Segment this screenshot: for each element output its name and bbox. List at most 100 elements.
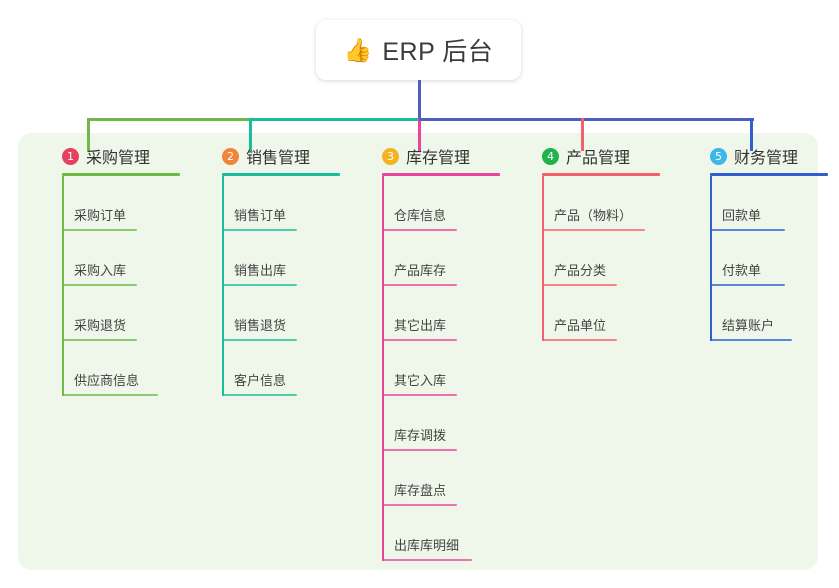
leaf-node[interactable]: 产品（物料） [520, 176, 660, 231]
branch-leaf-list: 仓库信息产品库存其它出库其它入库库存调拨库存盘点出库库明细 [360, 176, 500, 561]
mindmap-card-background [18, 133, 818, 570]
leaf-label: 产品单位 [554, 318, 607, 333]
branch-leaf-list: 回款单付款单结算账户 [688, 176, 828, 341]
branch-title: 库存管理 [406, 150, 471, 167]
thumbs-up-icon: 👍 [343, 36, 373, 63]
leaf-label: 其它入库 [394, 373, 447, 388]
leaf-node[interactable]: 销售退货 [200, 286, 340, 341]
leaf-rule [62, 229, 137, 231]
branch-leaf-list: 采购订单采购入库采购退货供应商信息 [40, 176, 180, 396]
leaf-node[interactable]: 采购退货 [40, 286, 180, 341]
leaf-node[interactable]: 出库库明细 [360, 506, 500, 561]
leaf-rule [542, 339, 617, 341]
leaf-label: 回款单 [722, 208, 762, 223]
leaf-node[interactable]: 供应商信息 [40, 341, 180, 396]
leaf-label: 出库库明细 [394, 538, 460, 553]
branch-drop-5 [750, 118, 753, 151]
leaf-rule [222, 229, 297, 231]
leaf-rule [382, 284, 457, 286]
leaf-node[interactable]: 产品分类 [520, 231, 660, 286]
leaf-node[interactable]: 库存调拨 [360, 396, 500, 451]
leaf-rule [382, 504, 457, 506]
bus-segment-4 [419, 118, 754, 121]
leaf-node[interactable]: 付款单 [688, 231, 828, 286]
branch-drop-4 [581, 118, 584, 151]
leaf-rule [62, 394, 158, 396]
leaf-rule [62, 339, 137, 341]
branch-column-1: 1 采购管理采购订单采购入库采购退货供应商信息 [40, 143, 180, 396]
leaf-node[interactable]: 回款单 [688, 176, 828, 231]
branch-spine [710, 176, 712, 341]
leaf-rule [382, 449, 457, 451]
leaf-label: 销售退货 [234, 318, 287, 333]
root-stem-connector [418, 80, 421, 121]
leaf-label: 其它出库 [394, 318, 447, 333]
leaf-label: 库存盘点 [394, 483, 447, 498]
leaf-node[interactable]: 产品单位 [520, 286, 660, 341]
leaf-node[interactable]: 其它入库 [360, 341, 500, 396]
leaf-rule [710, 284, 785, 286]
leaf-label: 客户信息 [234, 373, 287, 388]
branch-drop-3 [418, 118, 421, 151]
leaf-node[interactable]: 销售出库 [200, 231, 340, 286]
branch-header-1[interactable]: 1 采购管理 [40, 143, 180, 169]
branch-header-rule [222, 173, 340, 176]
branch-number-badge: 3 [382, 147, 399, 165]
branch-title: 产品管理 [566, 150, 631, 167]
branch-header-rule [62, 173, 180, 176]
branch-header-rule [542, 173, 660, 176]
leaf-node[interactable]: 采购入库 [40, 231, 180, 286]
leaf-node[interactable]: 销售订单 [200, 176, 340, 231]
leaf-label: 采购订单 [74, 208, 127, 223]
leaf-node[interactable]: 仓库信息 [360, 176, 500, 231]
leaf-rule [62, 284, 137, 286]
branch-spine [222, 176, 224, 396]
leaf-rule [382, 559, 472, 561]
leaf-node[interactable]: 结算账户 [688, 286, 828, 341]
branch-header-2[interactable]: 2 销售管理 [200, 143, 340, 169]
leaf-rule [542, 229, 645, 231]
leaf-node[interactable]: 其它出库 [360, 286, 500, 341]
leaf-label: 产品（物料） [554, 208, 633, 223]
bus-segment-1 [88, 118, 253, 121]
branch-number-badge: 4 [542, 147, 559, 165]
branch-number-badge: 5 [710, 147, 727, 165]
leaf-rule [382, 394, 457, 396]
branch-title: 销售管理 [246, 150, 311, 167]
branch-column-3: 3 库存管理仓库信息产品库存其它出库其它入库库存调拨库存盘点出库库明细 [360, 143, 500, 561]
bus-segment-2 [250, 118, 422, 121]
branch-header-4[interactable]: 4 产品管理 [520, 143, 660, 169]
branch-column-4: 4 产品管理产品（物料） 产品分类产品单位 [520, 143, 660, 341]
leaf-node[interactable]: 库存盘点 [360, 451, 500, 506]
branch-spine [62, 176, 64, 396]
leaf-node[interactable]: 客户信息 [200, 341, 340, 396]
leaf-label: 供应商信息 [74, 373, 140, 388]
branch-number-badge: 1 [62, 147, 79, 165]
leaf-rule [222, 284, 297, 286]
leaf-label: 产品分类 [554, 263, 607, 278]
root-title: ERP 后台 [382, 38, 494, 66]
branch-number-badge: 2 [222, 147, 239, 165]
leaf-label: 仓库信息 [394, 208, 447, 223]
leaf-rule [222, 394, 297, 396]
branch-leaf-list: 产品（物料） 产品分类产品单位 [520, 176, 660, 341]
leaf-node[interactable]: 产品库存 [360, 231, 500, 286]
branch-title: 采购管理 [86, 150, 151, 167]
branch-title: 财务管理 [734, 150, 799, 167]
branch-header-3[interactable]: 3 库存管理 [360, 143, 500, 169]
branch-drop-2 [249, 118, 252, 151]
branch-header-rule [382, 173, 500, 176]
leaf-label: 付款单 [722, 263, 762, 278]
root-node[interactable]: 👍 ERP 后台 [316, 20, 521, 80]
leaf-rule [710, 229, 785, 231]
branch-header-5[interactable]: 5 财务管理 [688, 143, 828, 169]
leaf-node[interactable]: 采购订单 [40, 176, 180, 231]
branch-column-5: 5 财务管理回款单付款单结算账户 [688, 143, 828, 341]
leaf-label: 销售出库 [234, 263, 287, 278]
leaf-rule [542, 284, 617, 286]
branch-spine [542, 176, 544, 341]
leaf-rule [222, 339, 297, 341]
leaf-label: 采购退货 [74, 318, 127, 333]
leaf-label: 库存调拨 [394, 428, 447, 443]
